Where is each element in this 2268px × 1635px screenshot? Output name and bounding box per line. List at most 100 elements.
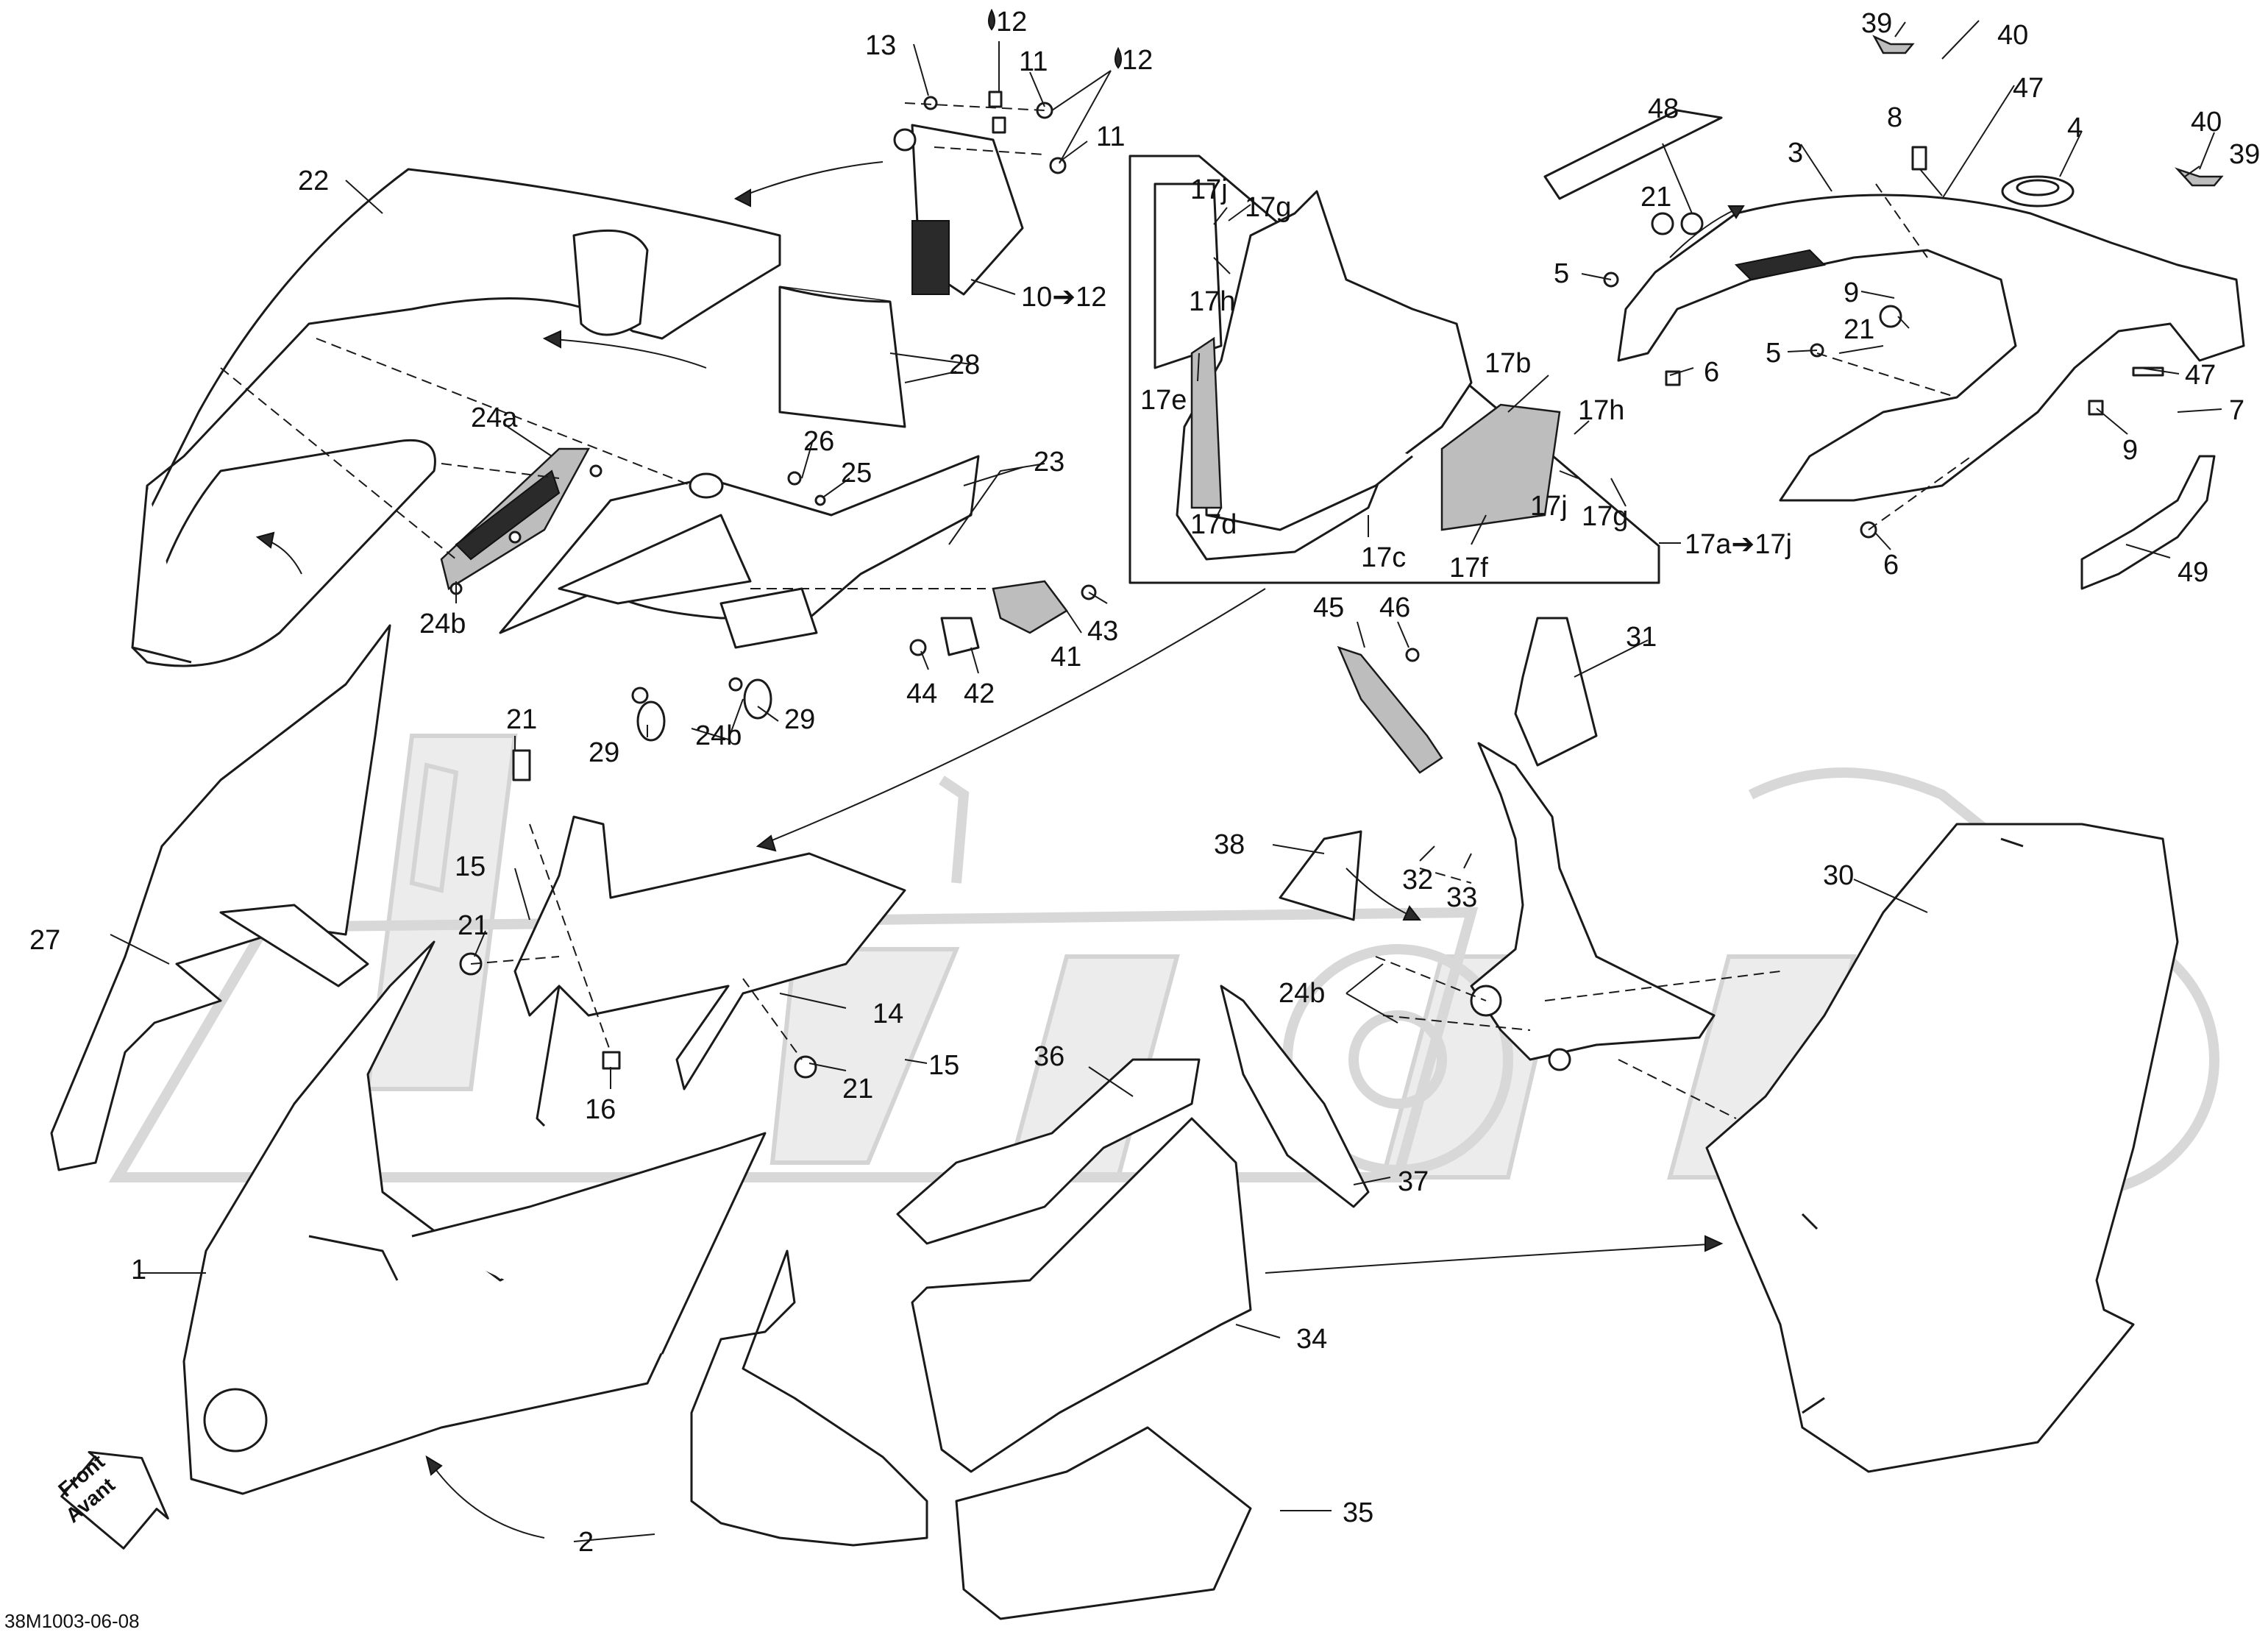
part-10-bracket <box>893 124 1024 296</box>
windshield-kit-box <box>1128 155 1660 584</box>
part-30-right-fairing <box>1705 823 2179 1473</box>
part-34-side-panel <box>911 1117 1252 1473</box>
assembly-arrows <box>255 161 1745 1539</box>
callout-6: 6 <box>1704 357 1719 388</box>
callout-21: 21 <box>1640 182 1671 213</box>
part-36-panel <box>896 1058 1201 1245</box>
callout-7: 7 <box>2229 395 2244 426</box>
callout-21: 21 <box>458 910 488 941</box>
callout-17b: 17b <box>1485 348 1531 379</box>
callout-leaders <box>110 20 2222 1542</box>
part-27-side-fairing <box>50 624 391 1171</box>
callout-4: 4 <box>2067 113 2083 143</box>
part-22-upper-panel <box>131 168 781 667</box>
callout-9: 9 <box>2122 435 2138 466</box>
part-48-decal <box>1543 109 1723 200</box>
part-1-front-nose <box>182 940 767 1495</box>
callout-29: 29 <box>589 737 619 768</box>
oil-drop-icon <box>988 8 995 31</box>
oil-drop-icon <box>1115 46 1122 69</box>
callout-23: 23 <box>1034 447 1064 478</box>
callout-44: 44 <box>906 678 937 709</box>
callout-24b: 24b <box>1279 978 1325 1009</box>
callout-15: 15 <box>928 1050 959 1081</box>
callout-15: 15 <box>455 851 486 882</box>
callout-39: 39 <box>1861 8 1892 39</box>
callout-8: 8 <box>1887 102 1902 133</box>
part-14-bracket <box>459 749 906 1127</box>
part-28-cover <box>778 285 906 428</box>
part-38-pad <box>1279 830 1362 921</box>
callout-42: 42 <box>964 678 995 709</box>
callout-21: 21 <box>842 1074 873 1104</box>
part-23-inner-panel <box>499 455 980 649</box>
callout-21: 21 <box>1844 314 1874 345</box>
callout-46: 46 <box>1379 592 1410 623</box>
callout-2: 2 <box>578 1527 594 1558</box>
callout-13: 13 <box>865 30 896 61</box>
callout-43: 43 <box>1087 616 1118 647</box>
part-2-lower-nose <box>690 1249 928 1547</box>
callout-6: 6 <box>1883 550 1899 581</box>
alignment-lines <box>220 102 1972 1119</box>
callout-27: 27 <box>29 925 60 956</box>
callout-12: 12 <box>996 7 1027 38</box>
callout-17a-17j: 17a➔17j <box>1685 529 1792 560</box>
callout-28: 28 <box>949 350 980 380</box>
callout-17e: 17e <box>1140 385 1187 416</box>
callout-17h: 17h <box>1189 286 1235 317</box>
callout-10: 10➔12 <box>1021 282 1106 313</box>
callout-17h: 17h <box>1578 395 1624 426</box>
callout-47: 47 <box>2185 360 2216 391</box>
callout-39: 39 <box>2229 139 2260 170</box>
callout-11: 11 <box>1019 46 1048 77</box>
callout-36: 36 <box>1034 1041 1064 1072</box>
callout-47: 47 <box>2013 73 2044 104</box>
callout-30: 30 <box>1823 860 1854 891</box>
callout-24b: 24b <box>695 720 742 751</box>
part-3-tank-cover <box>1617 175 2245 502</box>
callout-17c: 17c <box>1361 542 1406 573</box>
callout-29: 29 <box>784 704 815 735</box>
callout-16: 16 <box>585 1094 616 1125</box>
callout-17j: 17j <box>1530 491 1568 522</box>
callout-48: 48 <box>1648 93 1679 124</box>
front-direction-arrow: Front Avant <box>54 1450 169 1550</box>
part-24a-grille <box>440 447 591 590</box>
callout-22: 22 <box>298 166 329 196</box>
callout-17j: 17j <box>1190 174 1228 205</box>
callout-40: 40 <box>2191 107 2222 138</box>
part-31-bracket <box>1337 617 1716 1071</box>
small-hardware-right <box>1603 35 2224 539</box>
callout-37: 37 <box>1398 1166 1429 1197</box>
part-49-strip <box>2080 455 2216 590</box>
callout-12: 12 <box>1122 45 1153 76</box>
callout-25: 25 <box>841 458 872 489</box>
callout-labels: 13 12 11 12 11 10➔12 22 28 24a 26 25 23 … <box>4 7 2260 1632</box>
part-37-strip <box>1220 985 1370 1208</box>
callout-35: 35 <box>1343 1497 1373 1528</box>
callout-14: 14 <box>872 999 903 1029</box>
callout-5: 5 <box>1766 338 1781 369</box>
callout-3: 3 <box>1788 138 1803 169</box>
callout-1: 1 <box>131 1255 146 1285</box>
callout-17f: 17f <box>1449 553 1488 584</box>
callout-9: 9 <box>1844 277 1859 308</box>
callout-21: 21 <box>506 704 537 735</box>
callout-17g: 17g <box>1582 501 1628 532</box>
callout-11: 11 <box>1096 121 1125 152</box>
callout-40: 40 <box>1997 20 2028 51</box>
callout-24b: 24b <box>419 609 466 639</box>
diagram-reference-code: 38M1003-06-08 <box>4 1610 140 1632</box>
callout-17g: 17g <box>1245 192 1291 223</box>
callout-34: 34 <box>1296 1324 1327 1355</box>
callout-24a: 24a <box>471 402 518 433</box>
callout-49: 49 <box>2178 557 2208 588</box>
callout-38: 38 <box>1214 829 1245 860</box>
part-35-lower-panel <box>955 1426 1252 1620</box>
callout-41: 41 <box>1051 642 1081 673</box>
callout-26: 26 <box>803 426 834 457</box>
callout-45: 45 <box>1313 592 1344 623</box>
callout-33: 33 <box>1446 882 1477 913</box>
